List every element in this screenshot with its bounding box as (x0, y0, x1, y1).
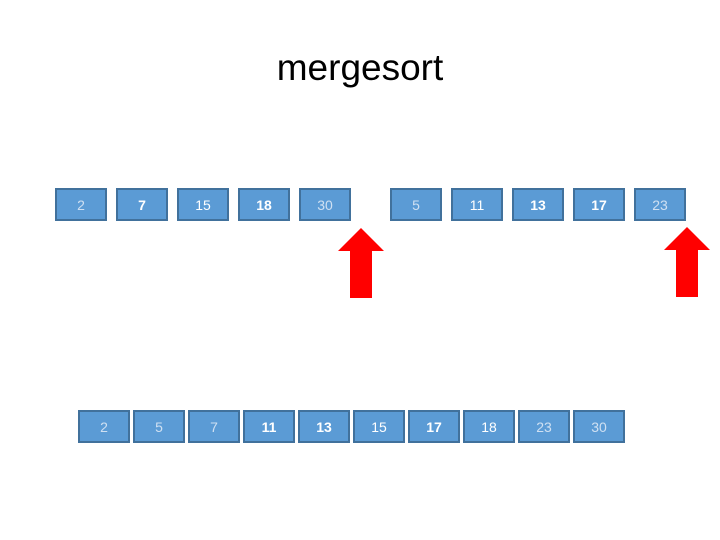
array-cell: 13 (298, 410, 350, 443)
array-cell: 17 (573, 188, 625, 221)
array-cell: 17 (408, 410, 460, 443)
array-cell: 2 (78, 410, 130, 443)
left-merge-pointer-arrow-icon (338, 228, 384, 298)
array-cell: 7 (188, 410, 240, 443)
array-cell: 2 (55, 188, 107, 221)
array-cell: 13 (512, 188, 564, 221)
array-cell: 30 (573, 410, 625, 443)
array-cell: 23 (518, 410, 570, 443)
array-cell: 7 (116, 188, 168, 221)
array-cell: 18 (463, 410, 515, 443)
page-title: mergesort (276, 47, 444, 88)
array-cell: 18 (238, 188, 290, 221)
array-cell: 23 (634, 188, 686, 221)
right-subarray-row: 5 11 13 17 23 (390, 188, 686, 221)
array-cell: 5 (133, 410, 185, 443)
array-cell: 15 (177, 188, 229, 221)
array-cell: 30 (299, 188, 351, 221)
right-merge-pointer-arrow-icon (664, 227, 710, 297)
array-cell: 5 (390, 188, 442, 221)
array-cell: 15 (353, 410, 405, 443)
array-cell: 11 (243, 410, 295, 443)
array-cell: 11 (451, 188, 503, 221)
